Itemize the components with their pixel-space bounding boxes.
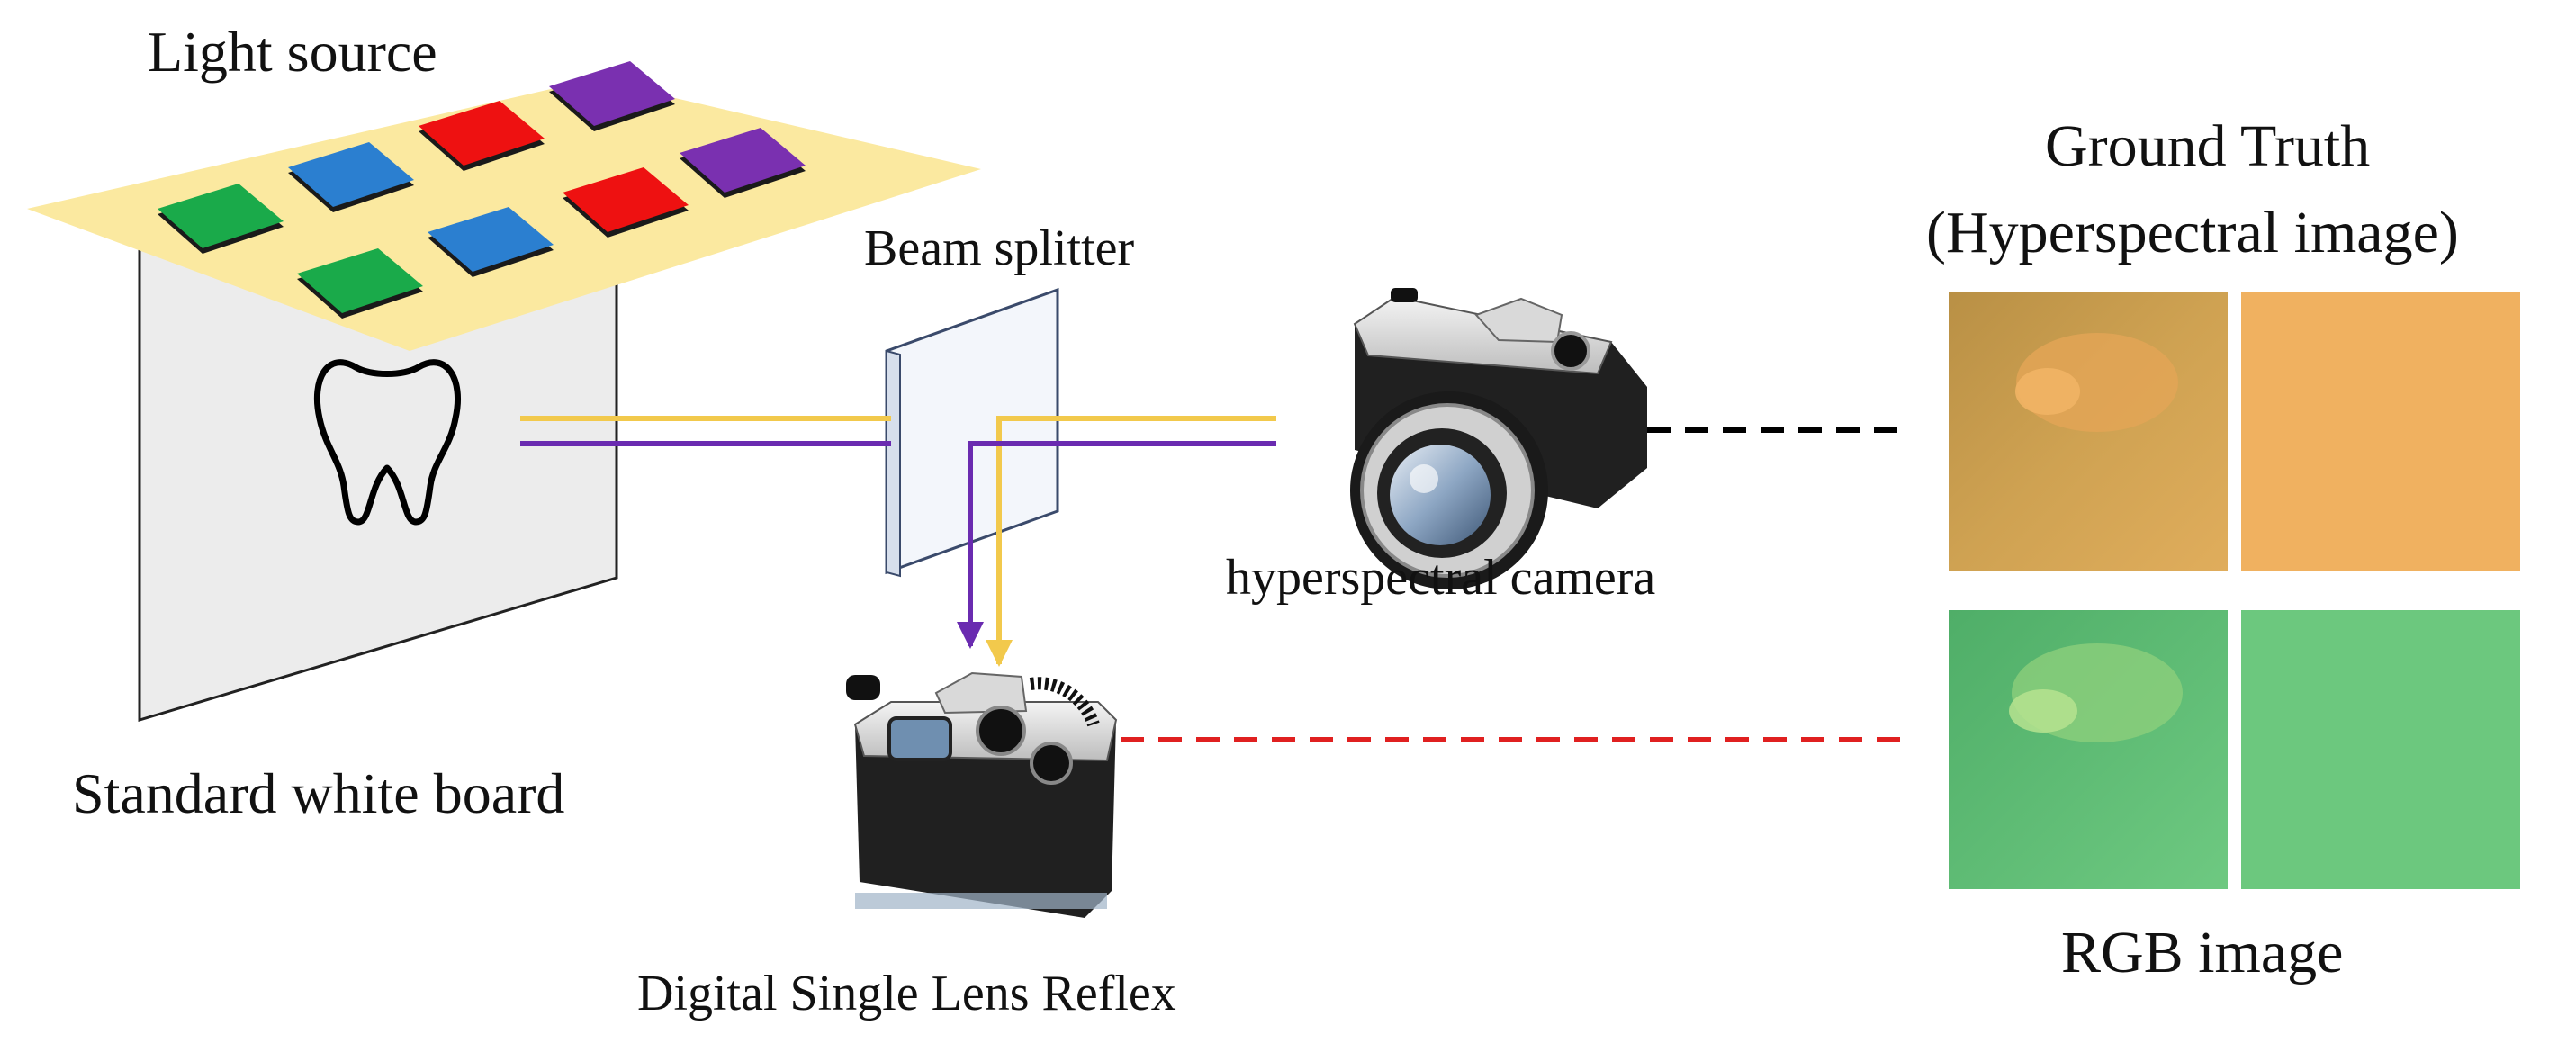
led-purple-1 — [549, 61, 675, 131]
hyperspectral-images — [1949, 292, 2520, 571]
beam-splitter-label: Beam splitter — [864, 220, 1135, 276]
led-blue-2 — [428, 207, 554, 277]
led-red-2 — [563, 167, 689, 238]
beam-purple-to-dslr — [957, 441, 1276, 649]
beam-splitter — [885, 287, 1059, 578]
dslr-label: Digital Single Lens Reflex — [637, 966, 1176, 1021]
led-array — [158, 61, 806, 319]
hyperspectral-camera-label: hyperspectral camera — [1226, 550, 1656, 606]
led-blue-1 — [288, 142, 414, 212]
beam-yellow-to-dslr — [986, 416, 1276, 667]
rgb-images — [1949, 610, 2520, 889]
led-green-1 — [158, 184, 284, 254]
rgb-tile-board — [2241, 610, 2520, 889]
led-green-2 — [297, 248, 423, 319]
ground-truth-subtitle: (Hyperspectral image) — [1926, 200, 2459, 265]
led-red-1 — [419, 101, 545, 171]
light-source-label: Light source — [148, 20, 437, 84]
led-purple-2 — [680, 128, 806, 198]
tooth-icon — [313, 359, 462, 526]
rgb-image-label: RGB image — [2061, 920, 2344, 985]
light-beams — [520, 416, 1276, 667]
ground-truth-title: Ground Truth — [2045, 113, 2371, 179]
white-board-label: Standard white board — [72, 761, 565, 825]
hsi-tile-board — [2241, 292, 2520, 571]
camera-icon — [1350, 288, 1647, 589]
camera-icon — [846, 671, 1118, 918]
